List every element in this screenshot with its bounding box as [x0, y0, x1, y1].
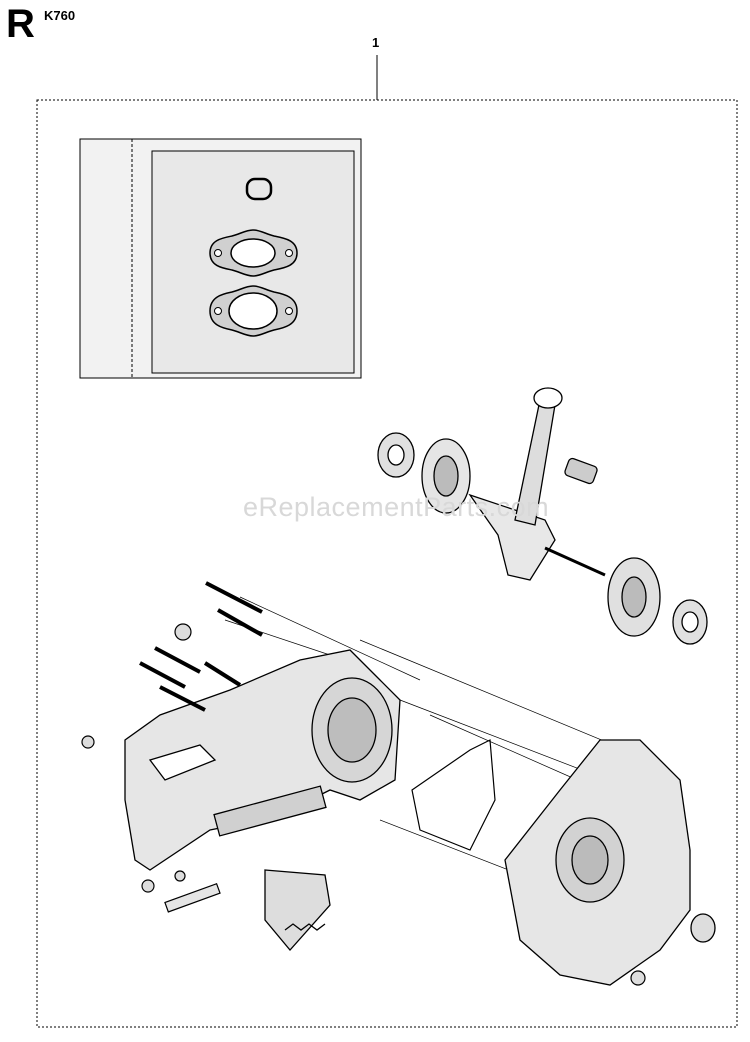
case-gasket: [411, 739, 496, 851]
gasket-lower: [209, 285, 298, 337]
section-letter: R: [6, 2, 35, 46]
watermark: eReplacementParts.com: [243, 492, 550, 522]
gasket-upper: [209, 229, 298, 277]
spring-bracket: [264, 869, 331, 951]
gasket-kit-bag: [79, 138, 362, 379]
seal-right: [690, 913, 716, 943]
crankshaft-assembly: [377, 387, 708, 645]
small-seal: [245, 177, 273, 201]
callout-number: 1: [372, 35, 380, 50]
needle-bearing: [564, 457, 598, 485]
model-number: K760: [44, 8, 76, 23]
kit-boundary: [36, 99, 738, 1028]
crankcase-right: [504, 739, 716, 986]
bolts: [81, 581, 646, 986]
